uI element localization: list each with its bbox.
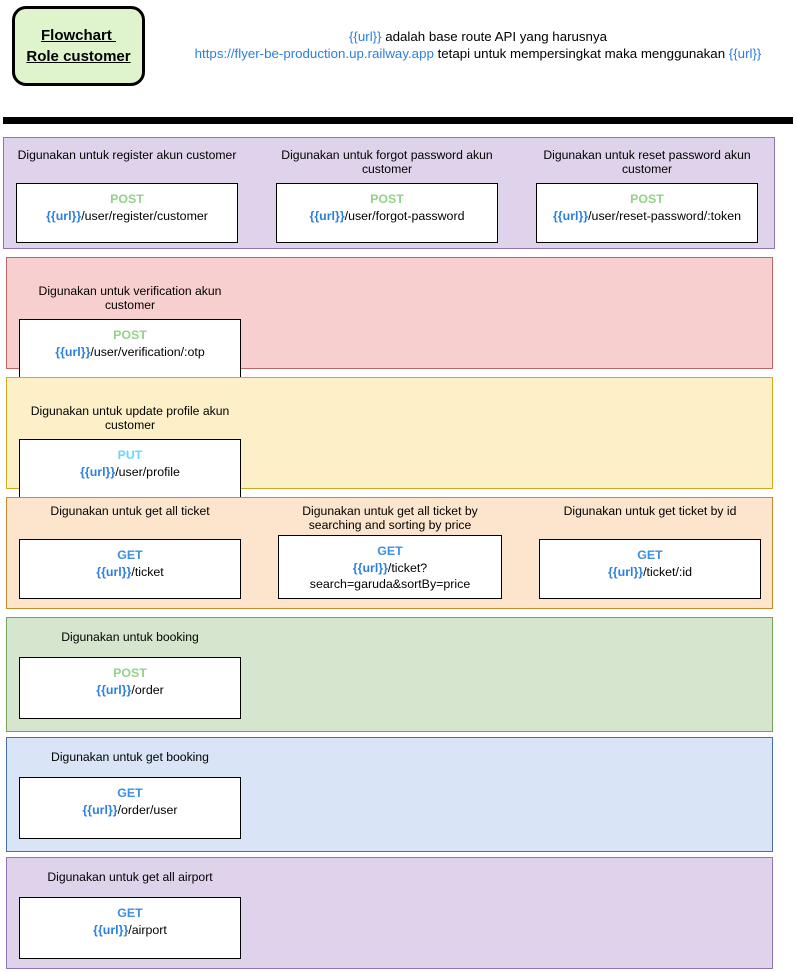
page-title-line-1: Flowchart — [40, 26, 116, 44]
url-token-leading: {{url}} — [348, 29, 382, 44]
endpoint-card[interactable]: POST {{url}}/user/register/customer — [16, 183, 238, 243]
http-method-label: POST — [113, 666, 147, 680]
endpoint-path: {{url}}/order/user — [82, 802, 178, 817]
http-method-label: GET — [117, 906, 143, 920]
endpoint-card[interactable]: GET {{url}}/airport — [19, 897, 241, 959]
base-url-note: {{url}} adalah base route API yang harus… — [168, 28, 788, 62]
note-text-post: tetapi untuk mempersingkat maka mengguna… — [433, 46, 729, 62]
header-divider — [3, 117, 793, 124]
http-method-label: POST — [113, 328, 147, 342]
url-token: {{url}} — [309, 208, 345, 223]
endpoint-path: {{url}}/user/register/customer — [46, 208, 208, 223]
url-token: {{url}} — [55, 344, 91, 359]
endpoint-label: Digunakan untuk register akun customer — [17, 148, 237, 162]
verification-section: Digunakan untuk verification akun custom… — [6, 257, 773, 379]
endpoint-label: Digunakan untuk get all airport — [47, 870, 213, 884]
endpoint-card[interactable]: PUT {{url}}/user/profile — [19, 439, 241, 499]
http-method-label: GET — [637, 548, 663, 562]
http-method-label: POST — [630, 192, 664, 206]
endpoint-card[interactable]: POST {{url}}/order — [19, 657, 241, 719]
url-token: {{url}} — [352, 560, 388, 575]
url-token: {{url}} — [607, 564, 644, 579]
endpoint-card[interactable]: POST {{url}}/user/reset-password/:token — [536, 183, 758, 243]
url-token: {{url}} — [93, 922, 129, 937]
base-url-link[interactable]: https://flyer-be-production.up.railway.a… — [194, 46, 434, 62]
http-method-label: GET — [117, 786, 143, 800]
endpoint-card[interactable]: GET {{url}}/ticket/:id — [539, 539, 761, 599]
endpoint-label: Digunakan untuk verification akun custom… — [38, 284, 222, 313]
endpoint-path: {{url}}/ticket — [96, 564, 164, 579]
endpoint-label: Digunakan untuk get ticket by id — [563, 504, 737, 518]
endpoint-label: Digunakan untuk get booking — [51, 750, 209, 764]
url-token: {{url}} — [46, 208, 82, 223]
url-token: {{url}} — [96, 682, 132, 697]
endpoint-path: {{url}}/user/forgot-password — [309, 208, 465, 223]
url-token-trailing: {{url}} — [728, 46, 762, 62]
endpoint-label: Digunakan untuk reset password akun cust… — [543, 148, 751, 177]
http-method-label: GET — [377, 544, 403, 558]
endpoint-label: Digunakan untuk get all ticket by search… — [302, 504, 478, 533]
endpoint-path: {{url}}/user/profile — [80, 464, 180, 479]
profile-section: Digunakan untuk update profile akun cust… — [6, 377, 773, 499]
url-token: {{url}} — [82, 802, 118, 817]
http-method-label: GET — [117, 548, 143, 562]
endpoint-path: {{url}}/user/verification/:otp — [55, 344, 205, 359]
endpoint-path: {{url}}/order — [96, 682, 164, 697]
endpoint-label: Digunakan untuk update profile akun cust… — [30, 404, 230, 433]
page-title-line-2: Role customer — [26, 48, 131, 65]
endpoint-card[interactable]: POST {{url}}/user/verification/:otp — [19, 319, 241, 379]
url-token: {{url}} — [80, 464, 116, 479]
endpoint-label: Digunakan untuk booking — [61, 630, 199, 644]
endpoint-card[interactable]: GET {{url}}/order/user — [19, 777, 241, 839]
url-token: {{url}} — [552, 208, 589, 223]
endpoint-path: {{url}}/user/reset-password/:token — [552, 208, 741, 223]
endpoint-path: {{url}}/ticket?search=garuda&sortBy=pric… — [309, 560, 471, 592]
http-method-label: PUT — [117, 448, 143, 462]
page-title-box: Flowchart Role customer — [12, 6, 145, 86]
note-text-mid: adalah base route API yang harusnya — [381, 29, 608, 44]
http-method-label: POST — [110, 192, 144, 206]
endpoint-card[interactable]: GET {{url}}/ticket?search=garuda&sortBy=p… — [278, 535, 502, 599]
endpoint-card[interactable]: POST {{url}}/user/forgot-password — [276, 183, 498, 243]
endpoint-path: {{url}}/ticket/:id — [607, 564, 693, 579]
endpoint-path: {{url}}/airport — [93, 922, 167, 937]
url-token: {{url}} — [96, 564, 132, 579]
endpoint-label: Digunakan untuk forgot password akun cus… — [281, 148, 493, 177]
endpoint-card[interactable]: GET {{url}}/ticket — [19, 539, 241, 599]
http-method-label: POST — [370, 192, 404, 206]
endpoint-label: Digunakan untuk get all ticket — [50, 504, 210, 518]
